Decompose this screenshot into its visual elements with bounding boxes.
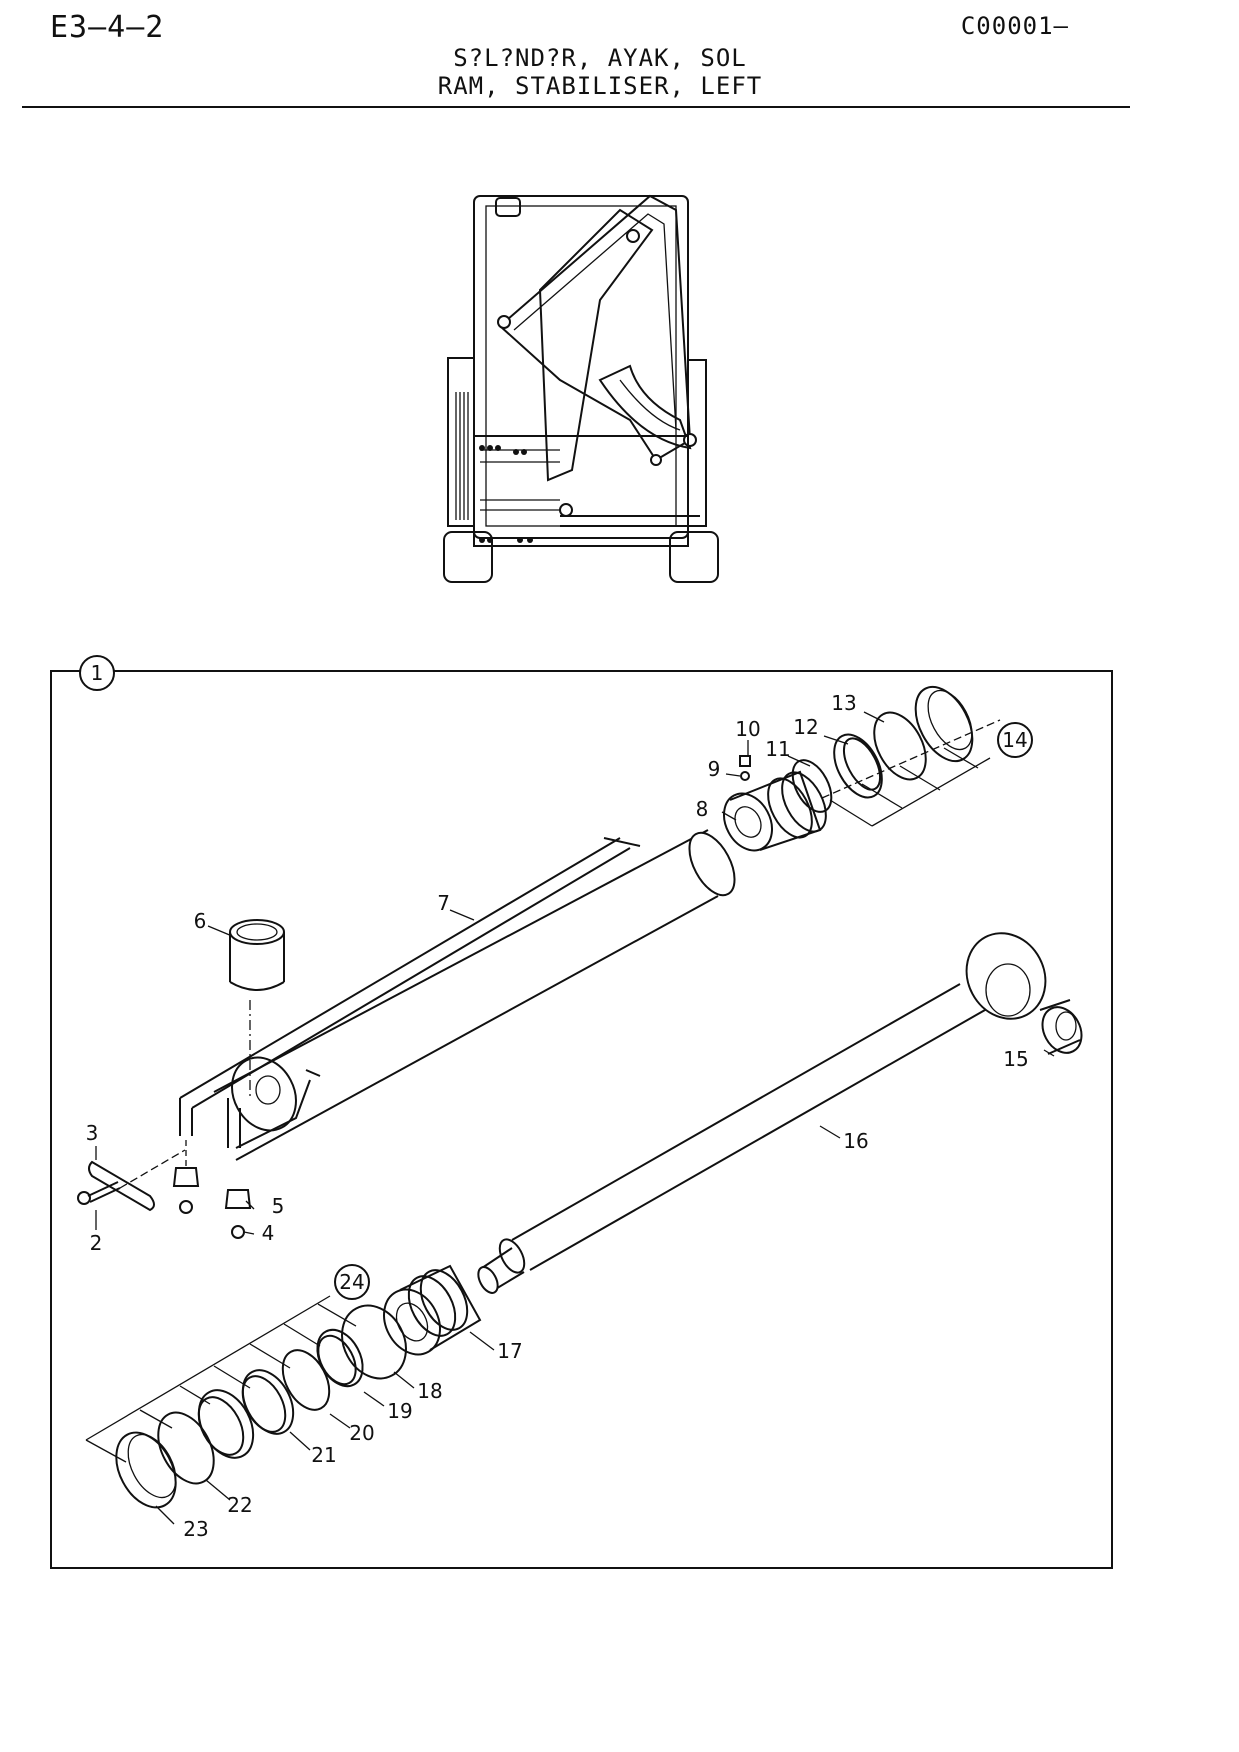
leader-lines — [95, 711, 1055, 1525]
piston-rod-16 — [477, 932, 1083, 1294]
callout-18: 18 — [417, 1379, 442, 1403]
callout-20: 20 — [349, 1421, 374, 1445]
callout-19: 19 — [387, 1399, 412, 1423]
callout-9: 9 — [708, 757, 721, 781]
callout-17: 17 — [497, 1339, 522, 1363]
svg-text:24: 24 — [339, 1270, 364, 1294]
piston-17 — [383, 1264, 482, 1356]
svg-text:14: 14 — [1002, 728, 1027, 752]
callout-4: 4 — [262, 1221, 275, 1245]
sheet-code: C00001– — [960, 12, 1069, 40]
header-rule — [22, 106, 1130, 108]
title-english: RAM, STABILISER, LEFT — [437, 72, 763, 100]
callout-12: 12 — [793, 715, 818, 739]
cylinder-barrel-7 — [179, 829, 736, 1161]
machine-rear-view — [443, 194, 719, 583]
seals-11-13: 14 — [791, 685, 1033, 827]
callout-16: 16 — [843, 1129, 868, 1153]
bushing-6 — [229, 919, 285, 1096]
callout-13: 13 — [831, 691, 856, 715]
callout-11: 11 — [765, 737, 790, 761]
callout-22: 22 — [227, 1493, 252, 1517]
page-code: E3–4–2 — [50, 10, 165, 45]
seals-18-23: 24 — [85, 1264, 407, 1509]
callout-8: 8 — [696, 797, 709, 821]
callout-10: 10 — [735, 717, 760, 741]
callout-23: 23 — [183, 1517, 208, 1541]
callout-15: 15 — [1003, 1047, 1028, 1071]
gland-8 — [723, 719, 1001, 852]
callout-3: 3 — [86, 1121, 99, 1145]
callout-21: 21 — [311, 1443, 336, 1467]
callout-6: 6 — [194, 909, 207, 933]
callout-1: 1 — [79, 655, 115, 691]
title-turkish: S?L?ND?R, AYAK, SOL — [453, 44, 747, 72]
callout-2: 2 — [90, 1231, 103, 1255]
assembly-frame — [50, 670, 1113, 1569]
fittings-2-5 — [77, 1140, 252, 1239]
callout-7: 7 — [437, 891, 450, 915]
callout-5: 5 — [272, 1194, 285, 1218]
svg-text:1: 1 — [91, 661, 104, 685]
